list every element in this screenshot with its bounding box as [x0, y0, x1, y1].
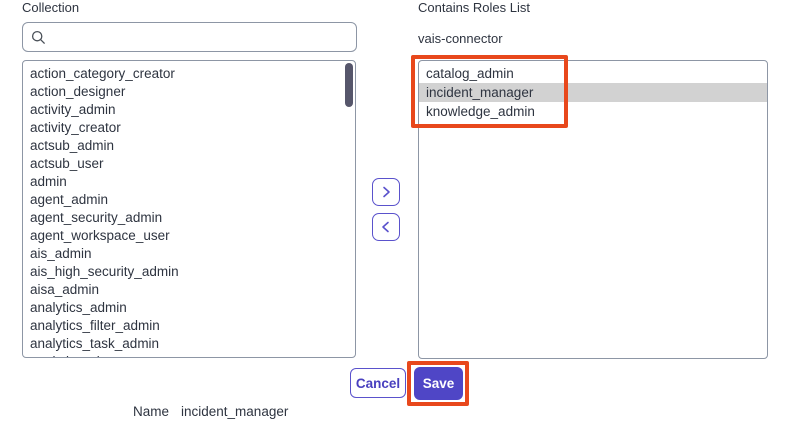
list-item[interactable]: admin	[30, 174, 67, 189]
list-item[interactable]: activity_admin	[30, 102, 116, 117]
list-item[interactable]: actsub_user	[30, 156, 104, 171]
list-item[interactable]: action_designer	[30, 84, 126, 99]
chevron-right-icon	[380, 186, 392, 198]
list-item[interactable]: agent_admin	[30, 192, 109, 207]
list-item[interactable]: catalog_admin	[426, 66, 514, 81]
name-value: incident_manager	[181, 404, 289, 419]
list-item[interactable]: actsub_admin	[30, 138, 115, 153]
contains-roles-list-label: Contains Roles List	[418, 0, 530, 15]
list-item[interactable]: action_category_creator	[30, 66, 175, 81]
list-item[interactable]: agent_security_admin	[30, 210, 163, 225]
list-item[interactable]: agent_workspace_user	[30, 228, 170, 243]
name-row: Name incident_manager	[133, 404, 288, 419]
list-item[interactable]: knowledge_admin	[426, 104, 535, 119]
move-right-button[interactable]	[372, 178, 400, 206]
collection-list[interactable]: action_category_creator action_designer …	[22, 60, 356, 358]
collection-search[interactable]	[22, 22, 357, 52]
contains-roles-list[interactable]: catalog_admin incident_manager knowledge…	[418, 60, 768, 359]
list-item[interactable]: analytics_viewer	[23, 353, 355, 357]
list-item[interactable]: analytics_filter_admin	[30, 318, 160, 333]
scrollbar-thumb[interactable]	[345, 63, 353, 107]
list-item[interactable]: aisa_admin	[30, 282, 100, 297]
list-item[interactable]: ais_high_security_admin	[30, 264, 179, 279]
save-button[interactable]: Save	[414, 367, 463, 400]
search-icon	[31, 30, 46, 45]
chevron-left-icon	[380, 221, 392, 233]
list-item[interactable]: analytics_admin	[30, 300, 127, 315]
move-left-button[interactable]	[372, 213, 400, 241]
group-name: vais-connector	[418, 31, 503, 46]
list-item[interactable]: activity_creator	[30, 120, 121, 135]
collection-label: Collection	[22, 0, 80, 15]
cancel-button[interactable]: Cancel	[350, 368, 406, 398]
list-item[interactable]: ais_admin	[30, 246, 92, 261]
list-item[interactable]: analytics_task_admin	[30, 336, 160, 351]
name-label: Name	[133, 404, 170, 419]
list-item-selected[interactable]: incident_manager	[419, 83, 767, 102]
search-input[interactable]	[52, 29, 348, 45]
